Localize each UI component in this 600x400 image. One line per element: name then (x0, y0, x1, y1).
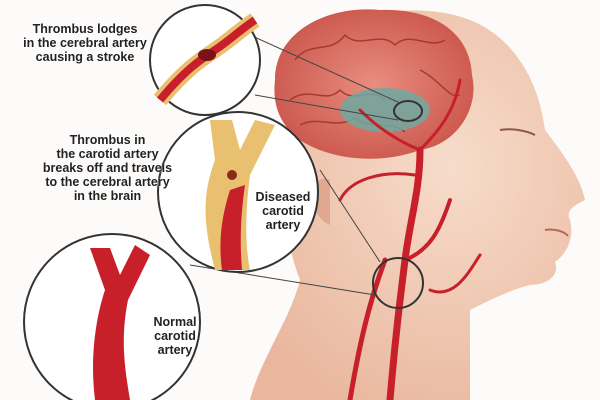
label-line: carotid (154, 329, 196, 343)
label-line: Normal (153, 315, 197, 329)
lips (544, 228, 569, 237)
label-line: carotid (262, 204, 304, 218)
label-normal-carotid: Normal carotid artery (145, 315, 205, 357)
stroke-area (340, 88, 430, 132)
brain (274, 9, 474, 159)
clot-location-marker (393, 100, 423, 122)
arteries (338, 78, 482, 400)
label-line: breaks off and travels (42, 161, 173, 175)
label-line: artery (265, 218, 301, 232)
eye-icon (499, 128, 536, 136)
label-thrombus-carotid: Thrombus in the carotid artery breaks of… (25, 133, 190, 203)
label-line: Thrombus in (69, 133, 146, 147)
label-line: causing a stroke (35, 50, 135, 64)
label-line: Diseased (255, 190, 311, 204)
carotid-location-marker (372, 257, 424, 309)
label-line: in the cerebral artery (23, 36, 147, 50)
label-diseased-carotid: Diseased carotid artery (248, 190, 318, 232)
label-thrombus-lodges: Thrombus lodges in the cerebral artery c… (5, 22, 165, 64)
label-line: Thrombus lodges (32, 22, 138, 36)
label-line: to the cerebral artery (45, 175, 170, 189)
label-line: the carotid artery (56, 147, 159, 161)
label-line: in the brain (73, 189, 142, 203)
label-line: artery (157, 343, 193, 357)
